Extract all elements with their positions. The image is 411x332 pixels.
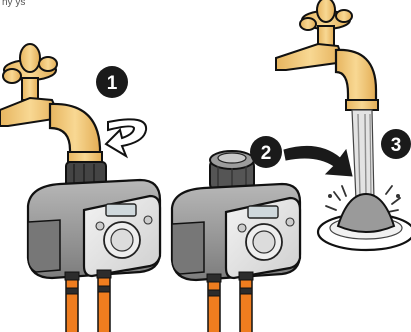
filter-cone-icon	[316, 192, 411, 252]
water-timer-icon	[26, 161, 162, 332]
rotate-arrow-icon	[104, 118, 148, 159]
step-2-number: 2	[261, 143, 272, 164]
inlet-cap	[209, 150, 255, 191]
step-1-badge: 1	[96, 66, 128, 98]
caption-fragment: ny ys	[2, 0, 26, 8]
water-stream	[325, 109, 401, 213]
step-3-badge: 3	[381, 129, 411, 159]
faucet-rinsing-filter: 3	[275, 0, 411, 252]
faucet-with-timer-left: 1	[0, 43, 162, 332]
step-2-badge: 2	[250, 136, 282, 168]
faucet-icon	[275, 0, 379, 111]
water-timer-icon	[170, 182, 302, 332]
faucet-icon	[0, 43, 103, 163]
curved-arrow-icon	[283, 145, 353, 177]
timer-standalone: 2	[170, 136, 353, 332]
step-1-number: 1	[107, 73, 118, 94]
step-3-number: 3	[391, 135, 402, 156]
